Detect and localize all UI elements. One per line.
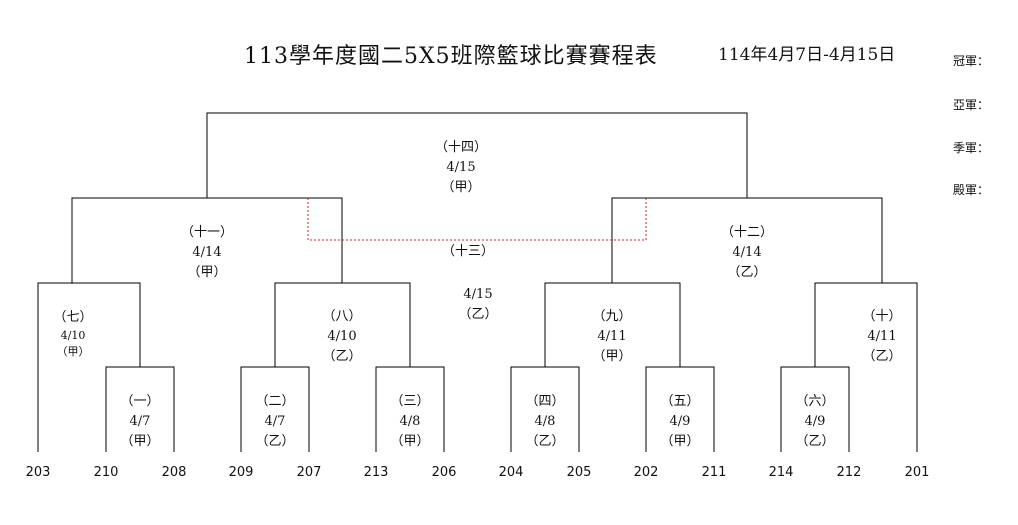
match-number: （六） (795, 394, 835, 409)
team-label: 201 (904, 465, 930, 480)
team-label: 203 (25, 465, 51, 480)
match-court: （甲） (660, 434, 700, 449)
match-number: （七） (53, 310, 93, 325)
team-label: 209 (228, 465, 254, 480)
match-13-number: （十三） (441, 244, 494, 259)
team-label: 214 (768, 465, 794, 480)
match-number: （三） (390, 394, 430, 409)
match-date: 4/11 (867, 329, 897, 344)
match-court: （乙） (255, 434, 295, 449)
match-number: （十四） (434, 140, 487, 155)
match-date: 4/11 (597, 329, 627, 344)
team-label: 207 (296, 465, 322, 480)
bracket-line-m13 (307, 198, 647, 241)
team-label: 206 (431, 465, 457, 480)
match-2: （二） 4/7 （乙） (235, 392, 315, 452)
match-4: （四） 4/8 （乙） (505, 392, 585, 452)
match-date: 4/7 (264, 414, 286, 429)
match-7: （七） 4/10 （甲） (38, 308, 108, 360)
runner-up-label: 亞軍： (953, 98, 990, 112)
date-range: 114年4月7日-4月15日 (718, 45, 896, 65)
fourth-place-label: 殿軍： (953, 183, 990, 197)
match-date: 4/8 (399, 414, 421, 429)
match-6: （六） 4/9 （乙） (775, 392, 855, 452)
match-date: 4/15 (446, 160, 476, 175)
match-5: （五） 4/9 （甲） (640, 392, 720, 452)
match-12: （十二） 4/14 （乙） (707, 223, 787, 283)
match-number: （五） (660, 394, 700, 409)
match-number: （十一） (180, 225, 233, 240)
match-11: （十一） 4/14 （甲） (167, 223, 247, 283)
match-court: （甲） (187, 265, 227, 280)
match-number: （八） (322, 309, 362, 324)
match-court: （乙） (458, 307, 498, 322)
team-label: 212 (836, 465, 862, 480)
match-court: （甲） (56, 345, 90, 358)
match-court: （乙） (322, 349, 362, 364)
team-label: 213 (363, 465, 389, 480)
match-date: 4/14 (192, 245, 222, 260)
team-label: 211 (701, 465, 727, 480)
team-label: 208 (161, 465, 187, 480)
match-date: 4/9 (804, 414, 826, 429)
bracket-line-m10 (814, 282, 918, 452)
match-number: （四） (525, 394, 565, 409)
match-court: （甲） (592, 349, 632, 364)
third-place-label: 季軍： (953, 141, 990, 155)
team-label: 210 (93, 465, 119, 480)
page-title: 113學年度國二5X5班際籃球比賽賽程表 (244, 44, 658, 69)
match-court: （乙） (862, 349, 902, 364)
match-3: （三） 4/8 （甲） (370, 392, 450, 452)
match-court: （甲） (441, 180, 481, 195)
match-court: （乙） (525, 434, 565, 449)
bracket-line-m14 (206, 112, 748, 198)
match-number: （一） (120, 394, 160, 409)
match-court: （甲） (390, 434, 430, 449)
match-number: （十） (862, 309, 902, 324)
match-number: （二） (255, 394, 295, 409)
champion-label: 冠軍： (953, 54, 990, 68)
team-label: 204 (498, 465, 524, 480)
match-court: （甲） (120, 434, 160, 449)
match-date: 4/8 (534, 414, 556, 429)
match-13: 4/15 （乙） (438, 285, 518, 325)
match-date: 4/7 (129, 414, 151, 429)
match-1: （一） 4/7 （甲） (100, 392, 180, 452)
match-10: （十） 4/11 （乙） (842, 307, 922, 367)
match-date: 4/9 (669, 414, 691, 429)
match-date: 4/10 (327, 329, 357, 344)
match-number: （十二） (720, 225, 773, 240)
match-8: （八） 4/10 （乙） (302, 307, 382, 367)
match-date: 4/10 (60, 329, 86, 342)
match-9: （九） 4/11 （甲） (572, 307, 652, 367)
bracket-line-m7 (37, 282, 141, 452)
match-14: （十四） 4/15 （甲） (421, 138, 501, 198)
match-date: 4/14 (732, 245, 762, 260)
match-court: （乙） (795, 434, 835, 449)
match-court: （乙） (727, 265, 767, 280)
team-label: 202 (633, 465, 659, 480)
match-date: 4/15 (463, 287, 493, 302)
match-number: （九） (592, 309, 632, 324)
team-label: 205 (566, 465, 592, 480)
